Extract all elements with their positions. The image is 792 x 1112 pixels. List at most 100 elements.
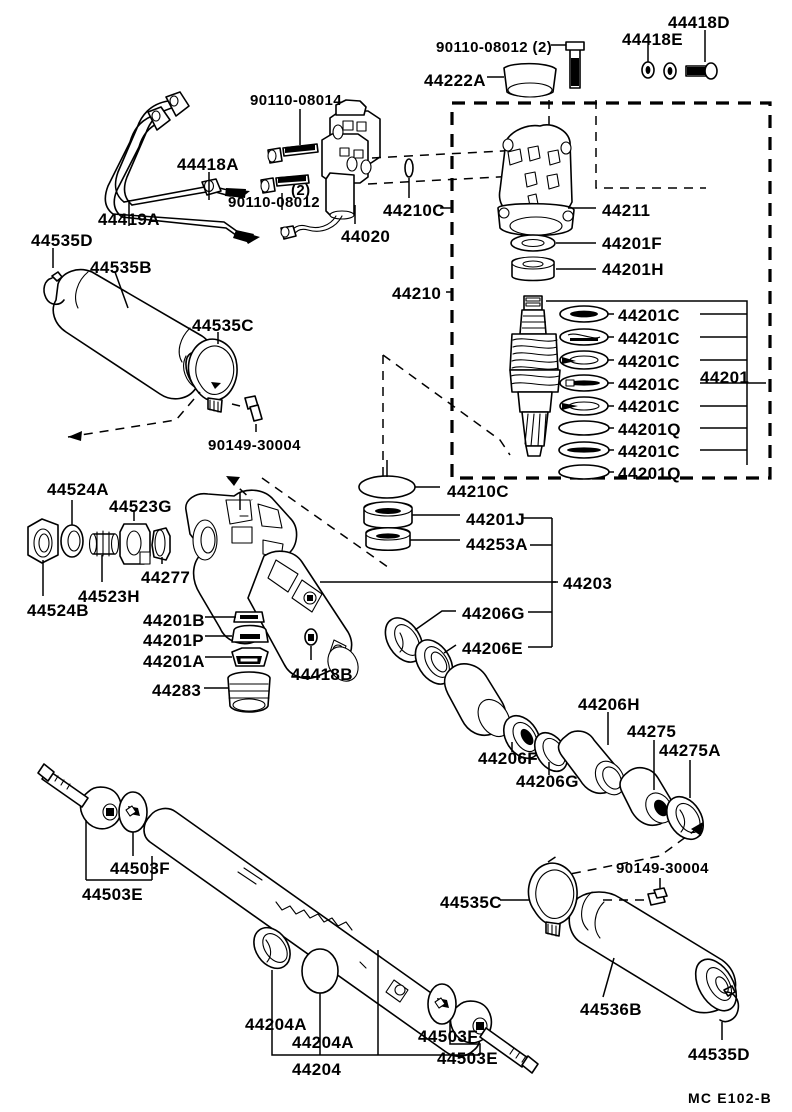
tie-rod-end-44503E-right [449,1000,539,1074]
seal-44201B [233,611,265,623]
part-label-44210C: 44210C [447,482,509,501]
part-label-90110-08012--2-: 90110-08012 (2) [436,39,553,56]
part-label-44277: 44277 [141,568,191,587]
bolt-44418D [685,30,718,80]
seal-44201A [231,647,269,667]
tube-assembly-44419A [104,91,260,244]
dashed-group-box-44210 [450,101,772,480]
bearing-44275 [619,766,674,827]
part-label-44210: 44210 [392,284,442,303]
part-label-44418B: 44418B [291,665,353,684]
part-label-44201F: 44201F [602,234,663,253]
part-label-44201H: 44201H [602,260,664,279]
part-label-44201C: 44201C [618,442,680,461]
washer-44503F-left [118,791,148,833]
part-label-44222A: 44222A [424,71,486,90]
part-label-44524B: 44524B [27,601,89,620]
bushing-44523G [119,523,151,565]
seal-44201J [363,501,413,529]
part-label-44535B: 44535B [90,258,152,277]
part-label-44418A: 44418A [177,155,239,174]
control-valve-44020 [280,99,381,240]
part-label-44201C: 44201C [618,352,680,371]
gear-housing-44203 [185,489,359,682]
part-label-44535C: 44535C [192,316,254,335]
bushing-44283 [227,671,271,713]
part-label-44503F: 44503F [110,859,171,878]
part-label--2-: (2) [291,182,311,199]
seal-44253A [365,526,411,552]
oring-44201F [510,234,556,252]
part-label-44503E: 44503E [82,885,144,904]
seal-44206F-body [443,663,511,738]
part-label-44020: 44020 [341,227,391,246]
oring-44210C-small [404,158,414,178]
oring-44201Q-2 [558,464,610,480]
part-label-44211: 44211 [602,201,651,220]
part-label-44275: 44275 [627,722,677,741]
seal-ring-44201C-6 [558,441,610,459]
bushing-44204A-2 [301,948,339,994]
seal-ring-44201C-4 [559,374,609,392]
seal-44201P [231,624,269,643]
seal-ring-44201C-3 [559,350,609,370]
bushing-44204A-1 [253,926,291,970]
part-label-44204A: 44204A [245,1015,307,1034]
part-label-44418D: 44418D [668,13,730,32]
part-label-44523G: 44523G [109,497,172,516]
oring-44201Q-1 [558,420,610,436]
part-label-44206G: 44206G [516,772,579,791]
screw-90149-30004-bot [602,878,668,906]
spring-44523H [88,530,120,557]
clamp-44535D-top [43,271,65,306]
part-label-90110-08012: 90110-08012 [228,194,320,211]
part-label-44523H: 44523H [78,587,140,606]
part-label-44201C: 44201C [618,375,680,394]
part-label-44283: 44283 [152,681,202,700]
clamp-44535C-bot [527,862,578,937]
part-label-44206G: 44206G [462,604,525,623]
part-label-44275A: 44275A [659,741,721,760]
washer-44503F-right [427,983,457,1025]
part-label-44210C: 44210C [383,201,445,220]
valve-shaft-44201 [509,295,561,457]
part-label-44204: 44204 [292,1060,342,1079]
washer-44524A [60,524,84,558]
part-label-44201Q: 44201Q [618,420,681,439]
part-label-44536B: 44536B [580,1000,642,1019]
clamp-44535C-top [187,338,238,413]
joint-44206H [557,730,626,796]
oring-44210C-mid [358,475,416,499]
part-label-44206E: 44206E [462,639,524,658]
part-label-44535C: 44535C [440,893,502,912]
seal-44277 [151,527,171,561]
bearing-44206E [414,639,454,685]
bearing-44206F [502,714,542,760]
diagram-footer-code: MC E102-B [688,1090,772,1106]
part-label-44201: 44201 [700,368,750,387]
part-label-90149-30004: 90149-30004 [616,860,709,877]
part-label-44503F: 44503F [418,1027,479,1046]
boot-44536B [568,891,738,1014]
part-label-90110-08014: 90110-08014 [250,92,342,109]
bolt-90110-08012-vertical [551,41,585,89]
part-label-44206H: 44206H [578,695,640,714]
part-label-44524A: 44524A [47,480,109,499]
part-label-44418E: 44418E [622,30,684,49]
part-label-44201C: 44201C [618,397,680,416]
rack-bar-44204 [143,807,481,1058]
part-label-44201A: 44201A [143,652,205,671]
bushing-44201H [511,256,555,282]
part-label-44206F: 44206F [478,749,539,768]
seal-ring-44201C-1 [559,305,609,323]
part-label-90149-30004: 90149-30004 [208,437,301,454]
part-label-44419A: 44419A [98,210,160,229]
part-label-44201P: 44201P [143,631,205,650]
part-label-44503E: 44503E [437,1049,499,1068]
tie-rod-end-44503E-left [37,763,123,830]
bolt-90110-08014 [267,109,319,164]
part-label-44204A: 44204A [292,1033,354,1052]
part-label-44201J: 44201J [466,510,526,529]
